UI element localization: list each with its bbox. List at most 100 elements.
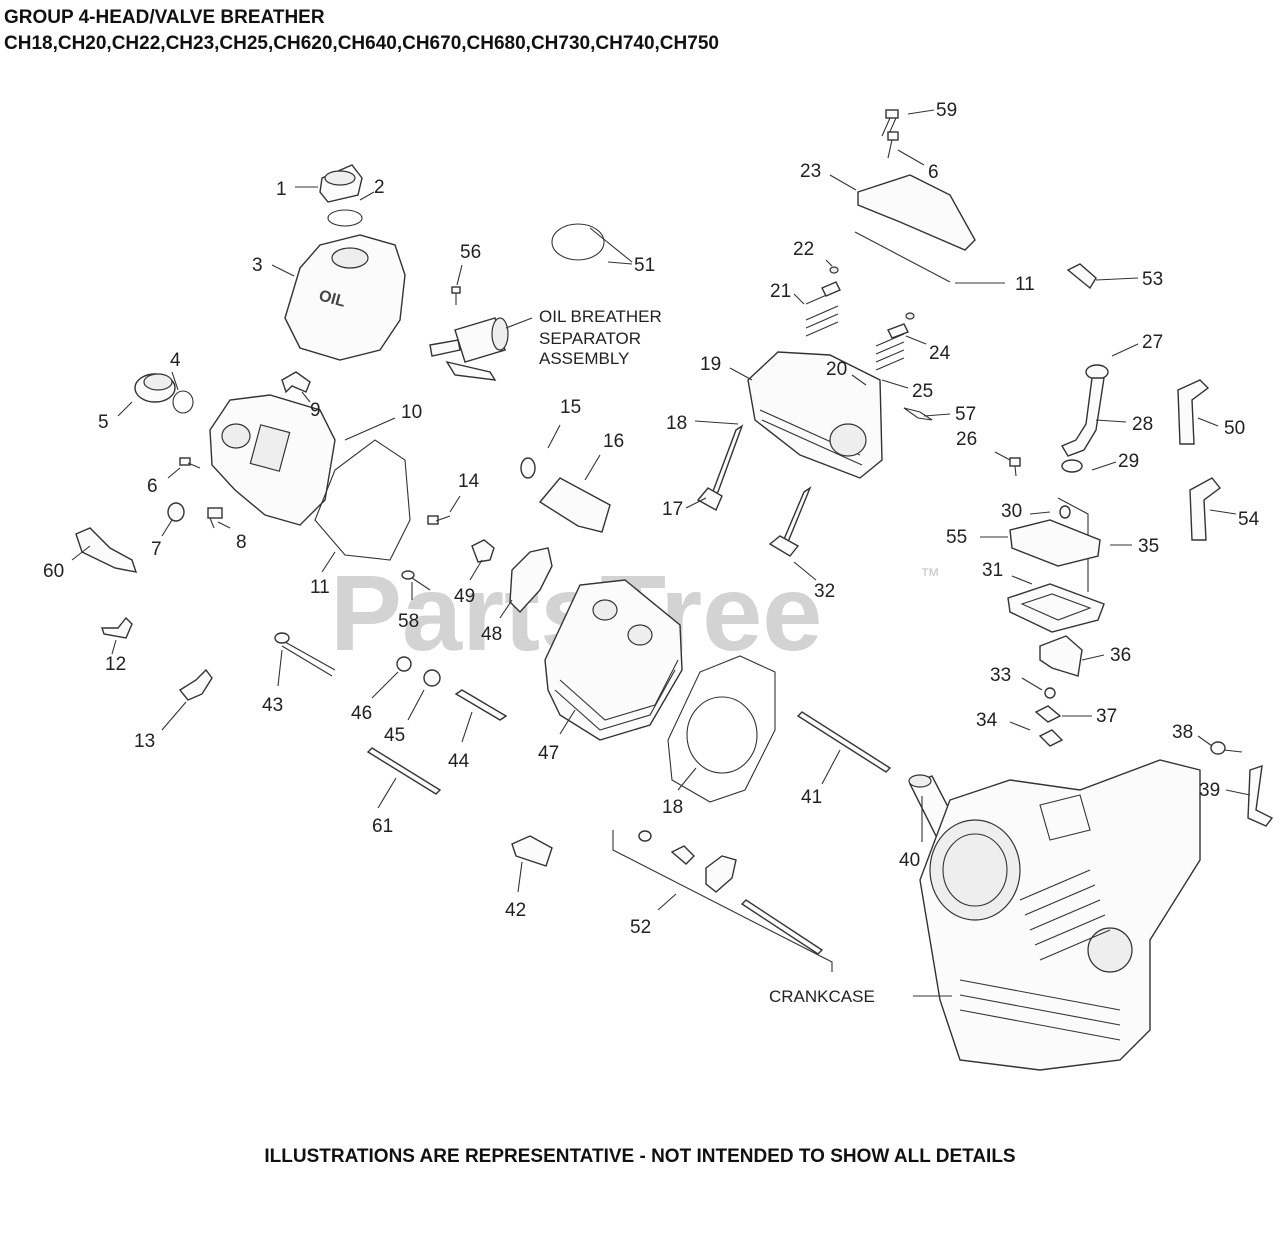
callout-54: 54 [1238, 509, 1260, 530]
callout-18-upper: 18 [666, 413, 687, 434]
callout-20: 20 [826, 359, 847, 380]
callout-28: 28 [1132, 414, 1153, 435]
cylinder-head-part [544, 579, 683, 741]
screw-6-part [179, 457, 201, 469]
valve-32-part [768, 486, 812, 557]
callout-45: 45 [384, 725, 405, 746]
callout-4: 4 [170, 350, 181, 371]
rocker-arm-part [509, 547, 553, 614]
callout-36: 36 [1110, 645, 1131, 666]
cable-tie-part [551, 223, 633, 263]
callout-12: 12 [105, 654, 126, 675]
callout-9: 9 [310, 400, 321, 421]
oil-breather-label-line1: OIL BREATHER [539, 307, 662, 326]
exploded-parts-diagram: PartsTree ™ OIL [43, 100, 1274, 1071]
screw-6-top-part [887, 131, 899, 159]
callout-46: 46 [351, 703, 372, 724]
oil-breather-label-line3: ASSEMBLY [539, 349, 629, 368]
o-ring-part [327, 209, 363, 227]
hose-54-part [1189, 477, 1221, 541]
clamp-27-part [1085, 364, 1109, 380]
clamp-13-part [178, 668, 213, 701]
bracket-39-part [1247, 764, 1274, 827]
rocker-assembly-52-part [612, 830, 833, 972]
screw-26-part [1009, 457, 1021, 477]
callout-32: 32 [814, 581, 835, 602]
plate-37-part [1034, 705, 1062, 723]
valve-spring-21-part [805, 266, 841, 337]
callout-1: 1 [276, 179, 287, 200]
screw-38-part [1210, 741, 1243, 755]
rocker-cover-23-part [857, 174, 976, 251]
push-rod-41-part [796, 711, 892, 773]
breather-assembly-35-part [1007, 497, 1105, 633]
callout-numbers: 59 6 23 11 53 1 2 3 56 51 22 21 24 4 5 9… [43, 100, 1260, 938]
oil-fill-cap-part [319, 164, 363, 203]
plate-34-part [1038, 729, 1064, 747]
cam-follower-part [511, 835, 553, 867]
stud-44-part [454, 689, 508, 721]
callout-56: 56 [460, 242, 481, 263]
clip-12-part [101, 616, 133, 639]
gasket-strip-11-part [854, 231, 951, 283]
callout-5: 5 [98, 412, 109, 433]
callout-52: 52 [630, 917, 651, 938]
callout-42: 42 [505, 900, 526, 921]
callout-15: 15 [560, 397, 581, 418]
oil-breather-separator-part [429, 317, 509, 381]
callout-6-left: 6 [147, 476, 158, 497]
callout-16: 16 [603, 431, 624, 452]
callout-18-lower: 18 [662, 797, 683, 818]
nut-46-part [396, 656, 412, 672]
callout-14: 14 [458, 471, 480, 492]
oil-breather-label-line2: SEPARATOR [539, 329, 641, 348]
clip-53-part [1066, 263, 1097, 290]
callout-53: 53 [1142, 269, 1163, 290]
callout-50: 50 [1224, 418, 1245, 439]
valve-cover-base-part [209, 394, 336, 526]
callout-19: 19 [700, 354, 721, 375]
push-rod-61-part [366, 747, 442, 795]
callout-23: 23 [800, 161, 821, 182]
block-36-part [1039, 635, 1083, 677]
svg-text:OIL: OIL [317, 287, 347, 310]
callout-35: 35 [1138, 536, 1159, 557]
plate-16-part [538, 477, 611, 533]
bolt-58-part [401, 570, 431, 591]
cylinder-head-19-part [747, 351, 883, 479]
hose-50-part [1177, 379, 1210, 445]
callout-48: 48 [481, 624, 502, 645]
callout-3: 3 [252, 255, 263, 276]
callout-24: 24 [929, 343, 951, 364]
callout-51: 51 [634, 255, 655, 276]
callout-47: 47 [538, 743, 559, 764]
bolt-43-part [274, 632, 336, 677]
callout-55: 55 [946, 527, 967, 548]
valve-17-part [696, 424, 744, 511]
leader-lines [71, 109, 1251, 997]
washer-15-part [520, 457, 536, 479]
crankcase-part [919, 759, 1201, 1071]
stud-part [207, 507, 223, 529]
screw-14-part [427, 515, 451, 525]
callout-21: 21 [770, 281, 791, 302]
disclaimer-footer: ILLUSTRATIONS ARE REPRESENTATIVE - NOT I… [264, 1146, 1016, 1167]
callout-43: 43 [262, 695, 283, 716]
screw-part [451, 286, 461, 305]
valve-cover-gasket-part [314, 439, 411, 561]
callout-49: 49 [454, 586, 475, 607]
callout-11-left: 11 [310, 577, 330, 598]
callout-61: 61 [372, 816, 393, 837]
callout-58: 58 [398, 611, 419, 632]
screw-33-part [1044, 687, 1056, 699]
group-title: GROUP 4-HEAD/VALVE BREATHER [4, 7, 325, 28]
callout-27: 27 [1142, 332, 1163, 353]
callout-8: 8 [236, 532, 247, 553]
callout-33: 33 [990, 665, 1011, 686]
callout-38: 38 [1172, 722, 1193, 743]
callout-44: 44 [448, 751, 470, 772]
clamp-29-part [1061, 459, 1083, 473]
callout-10: 10 [401, 402, 422, 423]
callout-25: 25 [912, 381, 933, 402]
callout-6: 6 [928, 162, 939, 183]
